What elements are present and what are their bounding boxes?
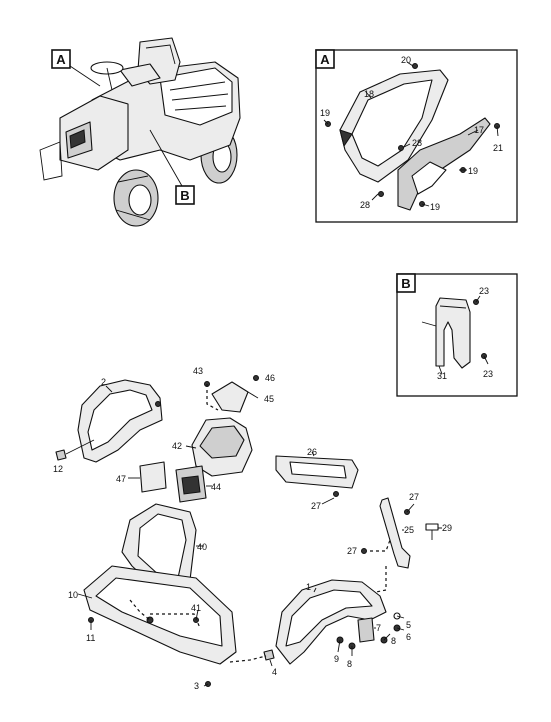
callout-23a: 23	[479, 286, 489, 296]
callout-28b: 28	[360, 200, 370, 210]
callout-28a: 28	[412, 138, 422, 148]
callout-42: 42	[172, 441, 182, 451]
callout-43: 43	[193, 366, 203, 376]
callout-23b: 23	[483, 369, 493, 379]
callout-19b: 19	[468, 166, 478, 176]
callout-9: 9	[334, 654, 339, 664]
part-1-right-fender	[275, 579, 387, 665]
view-label-b: B	[175, 185, 195, 205]
callout-44: 44	[211, 482, 221, 492]
part-26-panel	[275, 451, 359, 505]
callout-41: 41	[191, 603, 201, 613]
part-44-module	[175, 465, 212, 503]
callout-47: 47	[116, 474, 126, 484]
callout-labels: 20 18 19 17 28 21 19 28 19 23 23 31 2 43…	[53, 55, 503, 691]
callout-17: 17	[474, 125, 484, 135]
part-45-cover	[204, 375, 259, 413]
tractor-overview	[39, 37, 241, 227]
callout-8b: 8	[347, 659, 352, 669]
callout-27a: 27	[409, 492, 419, 502]
view-label-a: A	[51, 49, 71, 69]
part-7-bracket	[357, 617, 376, 643]
callout-25: 25	[404, 525, 414, 535]
callout-18: 18	[364, 89, 374, 99]
callout-12: 12	[53, 464, 63, 474]
callout-26: 26	[307, 447, 317, 457]
callout-46: 46	[265, 373, 275, 383]
callout-29: 29	[442, 523, 452, 533]
part-29-knob	[425, 523, 442, 540]
svg-text:A: A	[56, 52, 66, 67]
svg-text:A: A	[320, 52, 330, 67]
part-2-left-fender	[77, 379, 163, 463]
callout-3: 3	[194, 681, 199, 691]
callout-5: 5	[406, 620, 411, 630]
callout-6: 6	[406, 632, 411, 642]
part-47-plate	[128, 461, 167, 493]
callout-11: 11	[86, 633, 95, 643]
part-42-console	[185, 417, 253, 477]
callout-27c: 27	[347, 546, 357, 556]
callout-40: 40	[197, 542, 207, 552]
callout-2: 2	[101, 377, 106, 387]
part-25-bracket-arm	[361, 497, 415, 593]
part-12-clip	[55, 439, 95, 461]
detail-b-panel: B	[396, 273, 518, 397]
detail-a-panel: A	[315, 49, 518, 223]
callout-21: 21	[493, 143, 503, 153]
hardware-8-9-5-6	[336, 612, 405, 656]
part-3-4-fasteners	[203, 649, 275, 687]
callout-45: 45	[264, 394, 274, 404]
callout-8a: 8	[391, 636, 396, 646]
callout-1: 1	[306, 582, 311, 592]
callout-19c: 19	[430, 202, 440, 212]
callout-27b: 27	[311, 501, 321, 511]
part-10-bumper	[77, 565, 237, 665]
callout-10: 10	[68, 590, 78, 600]
callout-7: 7	[376, 623, 381, 633]
callout-19a: 19	[320, 108, 330, 118]
callout-20: 20	[401, 55, 411, 65]
callout-4: 4	[272, 667, 277, 677]
svg-text:B: B	[401, 276, 410, 291]
svg-text:B: B	[180, 188, 189, 203]
callout-31: 31	[437, 371, 447, 381]
